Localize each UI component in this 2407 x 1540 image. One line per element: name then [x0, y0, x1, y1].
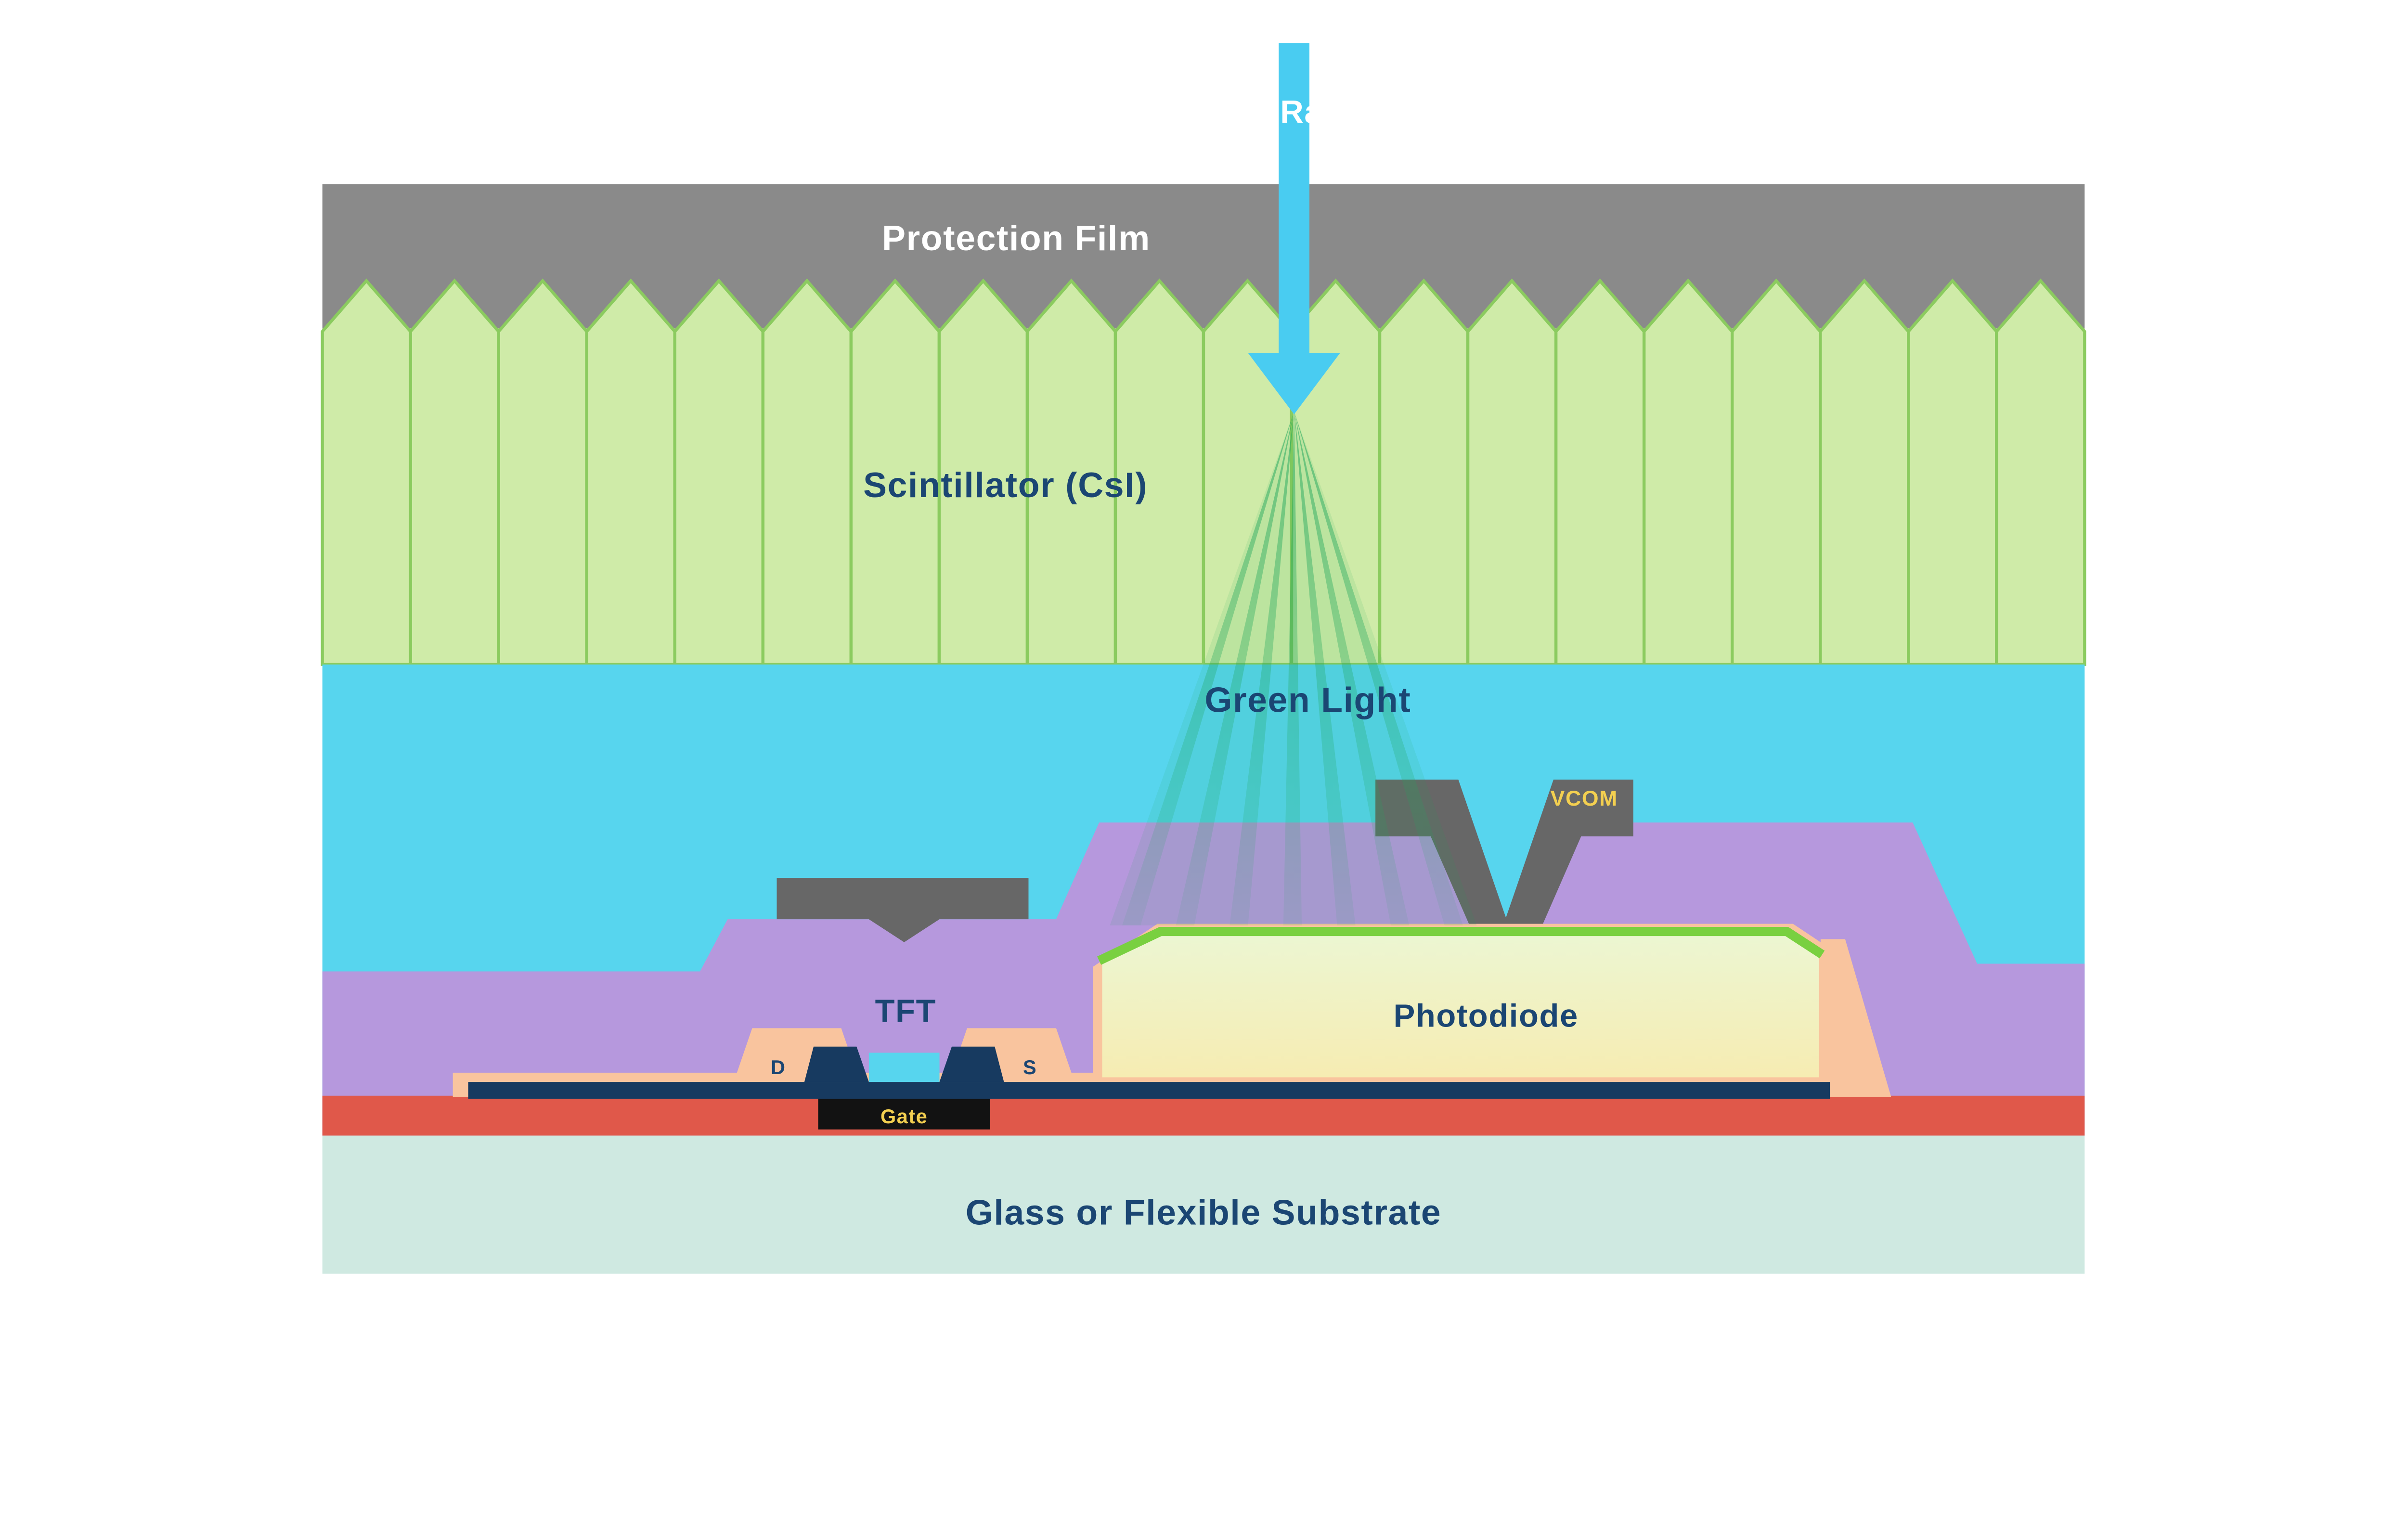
photodiode-top-contact — [1097, 927, 1825, 965]
vcom-label: VCOM — [1551, 787, 1618, 810]
scintillator-column — [937, 278, 1029, 666]
scintillator-column — [761, 278, 853, 666]
xray-arrow-shaft — [1279, 43, 1310, 353]
tft-label: TFT — [875, 993, 936, 1029]
scintillator-column — [409, 278, 500, 666]
diagram-canvas: X-Ray Protection Film Scintillator (CsI)… — [321, 43, 2086, 1274]
vcom-electrode — [1375, 779, 1633, 946]
scintillator-column — [1642, 278, 1734, 666]
insulator-layer — [322, 1095, 2085, 1136]
scintillator-column — [1907, 278, 1998, 666]
gate-metal — [818, 1099, 990, 1129]
right-passivation-slope — [1820, 939, 1891, 1097]
bias-electrode — [776, 877, 1029, 942]
drain-electrode — [804, 1046, 869, 1082]
substrate-layer — [322, 1135, 2085, 1274]
gate-label: Gate — [880, 1105, 928, 1128]
protection-film-label: Protection Film — [882, 218, 1151, 258]
protection-film-layer — [322, 184, 2085, 332]
green-light-label: Green Light — [1204, 680, 1411, 720]
scintillator-column — [497, 278, 588, 666]
scintillator-column — [1731, 278, 1822, 666]
scintillator-label: Scintillator (CsI) — [863, 465, 1148, 505]
scintillator-column — [1466, 278, 1558, 666]
scintillator-column — [849, 278, 941, 666]
green-light-ray — [1294, 411, 1356, 925]
xray-label: X-Ray — [1246, 94, 1342, 130]
scintillator-columns — [321, 278, 2086, 666]
scintillator-column — [1995, 278, 2086, 666]
scintillator-column — [1554, 278, 1646, 666]
scintillator-column — [1025, 278, 1117, 666]
xray-arrow-head — [1248, 353, 1340, 414]
substrate-label: Glass or Flexible Substrate — [966, 1193, 1442, 1232]
scintillator-column — [321, 278, 412, 666]
photodiode-label: Photodiode — [1394, 998, 1579, 1034]
green-light-ray — [1283, 411, 1302, 925]
source-electrode — [939, 1046, 1004, 1082]
scintillator-column — [1819, 278, 1910, 666]
tft-channel — [868, 1052, 940, 1082]
drain-label: D — [771, 1056, 786, 1078]
scintillator-column — [1378, 278, 1470, 666]
photodiode-body — [1102, 934, 1819, 1078]
source-label: S — [1023, 1056, 1037, 1078]
scintillator-column — [673, 278, 765, 666]
scintillator-column — [585, 278, 676, 666]
scintillator-column — [1113, 278, 1205, 666]
data-line-metal — [468, 1082, 1830, 1099]
xray-detector-diagram: X-Ray Protection Film Scintillator (CsI)… — [321, 43, 2086, 1274]
